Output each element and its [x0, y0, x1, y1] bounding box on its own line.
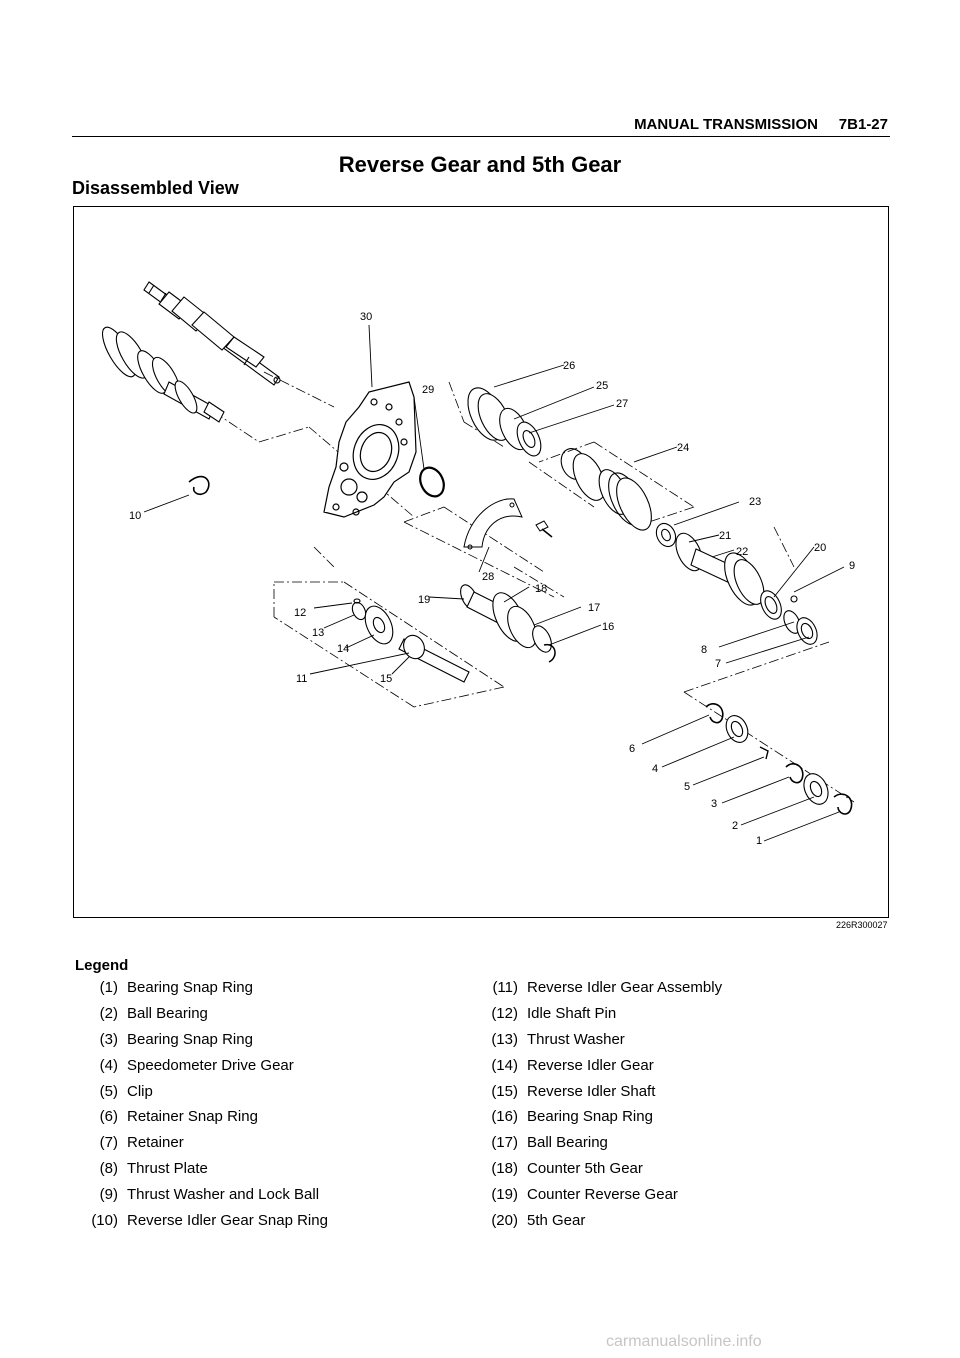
legend-number: (9): [99, 1186, 118, 1204]
callout-30: 30: [360, 311, 372, 323]
callout-5: 5: [684, 781, 690, 793]
callout-17: 17: [588, 602, 600, 614]
callout-23: 23: [749, 496, 761, 508]
callout-8: 8: [701, 644, 707, 656]
callout-9: 9: [849, 560, 855, 572]
callout-12: 12: [294, 607, 306, 619]
callout-24: 24: [677, 442, 689, 454]
callout-25: 25: [596, 380, 608, 392]
legend-label: Counter Reverse Gear: [527, 1186, 678, 1204]
callout-10: 10: [129, 510, 141, 522]
legend-label: Reverse Idler Gear Assembly: [527, 979, 723, 996]
callout-18: 18: [535, 583, 547, 595]
legend-label: Idle Shaft Pin: [527, 1004, 617, 1022]
callout-20: 20: [814, 542, 826, 554]
exploded-diagram-drawing: 1 2 3 4 5 6 7 8 9 10 11 12 13 14 15 16 1…: [101, 281, 855, 847]
legend-label: Counter 5th Gear: [527, 1160, 643, 1178]
legend-number: (13): [491, 1030, 518, 1048]
legend-label: Ball Bearing: [127, 1004, 208, 1022]
callout-29: 29: [422, 384, 434, 396]
callout-14: 14: [337, 643, 349, 655]
legend-label: Thrust Washer and Lock Ball: [127, 1186, 320, 1204]
page-title: Reverse Gear and 5th Gear: [338, 152, 622, 177]
callout-21: 21: [719, 530, 731, 542]
legend-number: (4): [99, 1056, 118, 1074]
legend-number: (1): [99, 979, 118, 996]
callout-4: 4: [652, 763, 658, 775]
callout-13: 13: [312, 627, 324, 639]
legend-label: 5th Gear: [527, 1212, 586, 1230]
callout-1: 1: [756, 835, 762, 847]
watermark: carmanualsonline.info: [606, 1333, 762, 1350]
legend-label: Clip: [127, 1082, 153, 1100]
legend-label: Retainer: [127, 1134, 184, 1152]
legend-number: (7): [99, 1134, 118, 1152]
legend-number: (20): [491, 1212, 518, 1230]
legend-number: (12): [491, 1004, 518, 1022]
callout-11: 11: [296, 673, 307, 685]
legend-number: (18): [491, 1160, 518, 1178]
page-header: MANUAL TRANSMISSION 7B1-27: [72, 114, 890, 137]
callout-22: 22: [736, 546, 748, 558]
legend-number: (3): [99, 1030, 118, 1048]
section-subtitle: Disassembled View: [72, 178, 239, 198]
callout-26: 26: [563, 360, 575, 372]
legend-label: Reverse Idler Gear Snap Ring: [127, 1212, 328, 1230]
legend-label: Thrust Washer: [527, 1030, 625, 1048]
callout-19: 19: [418, 594, 430, 606]
legend-title: Legend: [75, 957, 129, 974]
legend-number: (11): [492, 979, 518, 996]
legend-number: (16): [491, 1108, 518, 1126]
legend-number: (10): [91, 1212, 118, 1230]
legend-number: (6): [99, 1108, 118, 1126]
legend-number: (15): [491, 1082, 518, 1100]
callout-16: 16: [602, 621, 614, 633]
legend-number: (8): [99, 1160, 118, 1178]
exploded-diagram: 1 2 3 4 5 6 7 8 9 10 11 12 13 14 15 16 1…: [73, 206, 889, 918]
legend-label: Thrust Plate: [127, 1160, 208, 1178]
legend-number: (2): [99, 1004, 118, 1022]
figure-code: 226R300027: [836, 920, 888, 930]
legend-label: Bearing Snap Ring: [527, 1108, 653, 1126]
legend-number: (5): [99, 1082, 118, 1100]
legend-label: Ball Bearing: [527, 1134, 608, 1152]
header-text: MANUAL TRANSMISSION 7B1-27: [634, 116, 888, 133]
callout-2: 2: [732, 820, 738, 832]
callout-15: 15: [380, 673, 392, 685]
legend-label: Reverse Idler Gear: [527, 1056, 654, 1074]
legend-number: (14): [491, 1056, 518, 1074]
callout-6: 6: [629, 743, 635, 755]
legend-label: Speedometer Drive Gear: [127, 1056, 294, 1074]
header-page-number: 7B1-27: [838, 116, 888, 133]
legend-label: Bearing Snap Ring: [127, 979, 253, 996]
legend-number: (19): [491, 1186, 518, 1204]
legend-label: Bearing Snap Ring: [127, 1030, 253, 1048]
legend-number: (17): [491, 1134, 518, 1152]
legend-label: Reverse Idler Shaft: [527, 1082, 656, 1100]
callout-28: 28: [482, 571, 494, 583]
legend-label: Retainer Snap Ring: [127, 1108, 258, 1126]
callout-7: 7: [715, 658, 721, 670]
callout-3: 3: [711, 798, 717, 810]
callout-27: 27: [616, 398, 628, 410]
header-section: MANUAL TRANSMISSION: [634, 116, 818, 133]
